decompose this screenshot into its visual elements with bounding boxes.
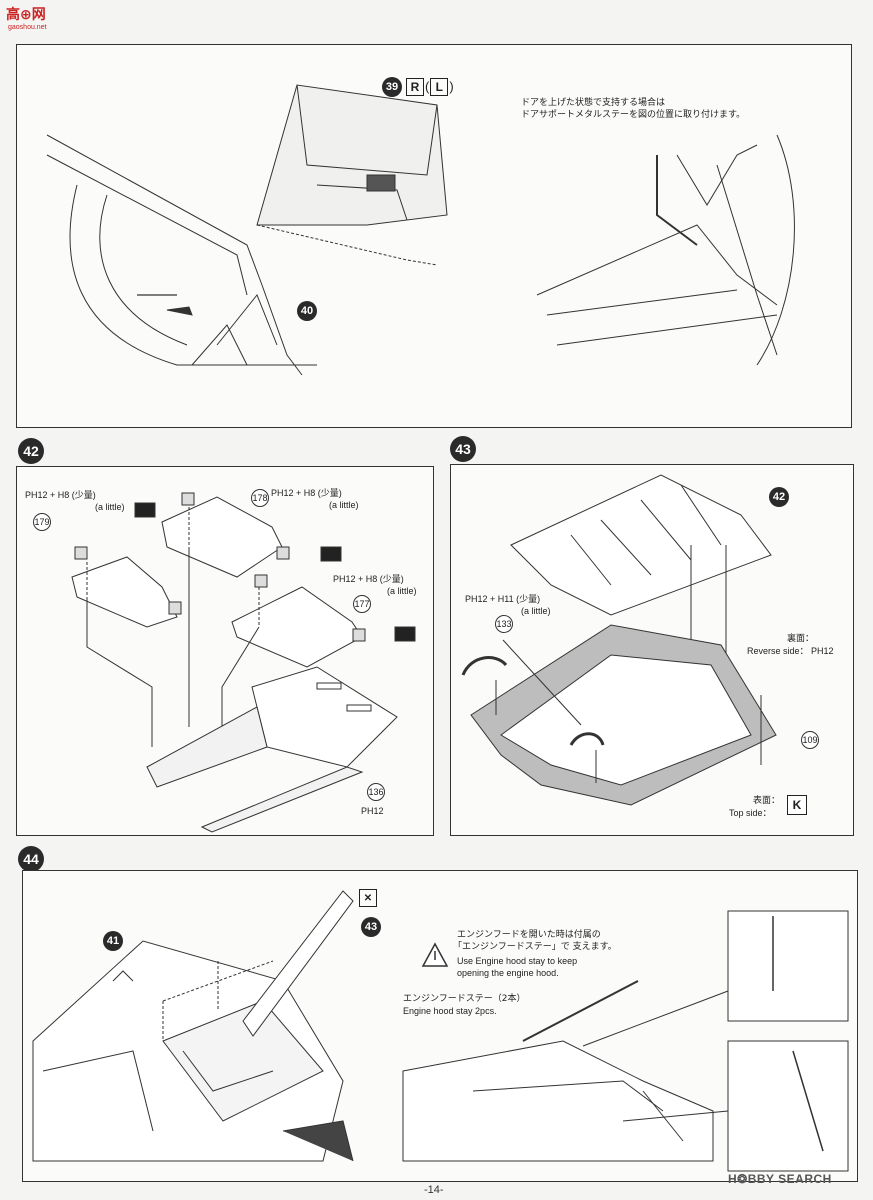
glue-note-43: PH12 + H11 (少量) (a little) [465, 593, 551, 617]
reverse-side-en: Reverse side： PH12 [747, 645, 834, 657]
step-41-panel: 39 R(L) 40 ドアを上げた状態で支持する場合は ドアサポートメタルステー… [16, 44, 852, 428]
glue-qty-jp-179: (少量) [71, 490, 96, 500]
part-43-marker: 43 [361, 917, 381, 937]
part-42-marker: 42 [769, 487, 789, 507]
warning-jp-line2: 「エンジンフードステー」で 支えます。 [453, 942, 617, 952]
paren-close: ) [449, 79, 454, 94]
warning-en-line1: Use Engine hood stay to keep [457, 956, 578, 966]
step-42-number: 42 [18, 438, 44, 464]
site-logo: 高⊕网 [6, 4, 46, 24]
l-label: L [430, 78, 449, 96]
rl-label: R(L) [405, 78, 454, 96]
part-178-marker: 178 [251, 489, 269, 507]
warning-en-line2: opening the engine hood. [457, 968, 559, 978]
no-glue-icon: ✕ [359, 889, 377, 907]
part-109-marker: 109 [801, 731, 819, 749]
reverse-side-jp: 裏面： [787, 634, 815, 644]
r-label: R [406, 78, 424, 96]
part-179-marker: 179 [33, 513, 51, 531]
step-43-illustration [461, 474, 777, 806]
part-41-marker: 41 [103, 931, 123, 951]
hobby-search-watermark: H❂BBY SEARCH [728, 1172, 832, 1186]
glue-qty-en-178: (a little) [329, 500, 359, 510]
logo-subtext: gaoshou.net [8, 24, 47, 31]
step-44-panel: 41 43 ✕ エンジンフードを開いた時は付属の 「エンジンフードステー」で 支… [22, 870, 858, 1182]
glue-mix-177: PH12 + H8 [333, 574, 378, 584]
door-support-note-line2: ドアサポートメタルステーを図の位置に取り付けます。 [521, 110, 746, 120]
hood-stay-en: Engine hood stay 2pcs. [403, 1006, 497, 1016]
glue-mix-179: PH12 + H8 [25, 490, 70, 500]
hood-stay-jp: エンジンフードステー（2本） [403, 994, 526, 1004]
reverse-side-en-label: Reverse side： [747, 646, 809, 656]
part-136-marker: 136 [367, 783, 385, 801]
step-43-number: 43 [450, 436, 476, 462]
logo-text: 高⊕网 [6, 7, 46, 23]
glue-qty-en-179: (a little) [95, 502, 125, 512]
step-44-illustration [32, 890, 849, 1172]
glue-qty-jp-43: (少量) [516, 594, 541, 604]
reverse-side-paint: PH12 [811, 646, 834, 656]
page-number: -14- [424, 1184, 444, 1196]
top-side-jp: 表面： [753, 796, 781, 806]
glue-note-178: PH12 + H8 (少量) (a little) [271, 487, 359, 511]
step-42-panel: PH12 + H8 (少量) (a little) 179 178 PH12 +… [16, 466, 434, 836]
part-177-marker: 177 [353, 595, 371, 613]
step-41-illustration [46, 84, 795, 376]
step-44-number: 44 [18, 846, 44, 872]
flat-black-paint-icon: K [787, 795, 807, 815]
glue-qty-en-177: (a little) [387, 586, 417, 596]
glue-note-179: PH12 + H8 (少量) (a little) [25, 489, 125, 513]
glue-mix-178: PH12 + H8 [271, 488, 316, 498]
glue-mix-43: PH12 + H11 [465, 594, 514, 604]
paint-136: PH12 [361, 806, 384, 816]
part-133-marker: 133 [495, 615, 513, 633]
glue-qty-en-43: (a little) [521, 606, 551, 616]
paren-open: ( [425, 79, 430, 94]
door-support-note-line1: ドアを上げた状態で支持する場合は [521, 98, 666, 108]
warning-jp-line1: エンジンフードを開いた時は付属の [457, 930, 601, 940]
step-43-panel: 42 PH12 + H11 (少量) (a little) 133 裏面： Re… [450, 464, 854, 836]
step-42-illustration [71, 492, 416, 833]
part-39-marker: 39 [382, 77, 402, 97]
glue-qty-jp-178: (少量) [317, 488, 342, 498]
part-40-marker: 40 [297, 301, 317, 321]
glue-note-177: PH12 + H8 (少量) (a little) [333, 573, 417, 597]
glue-qty-jp-177: (少量) [379, 574, 404, 584]
top-side-en: Top side： [729, 808, 772, 818]
